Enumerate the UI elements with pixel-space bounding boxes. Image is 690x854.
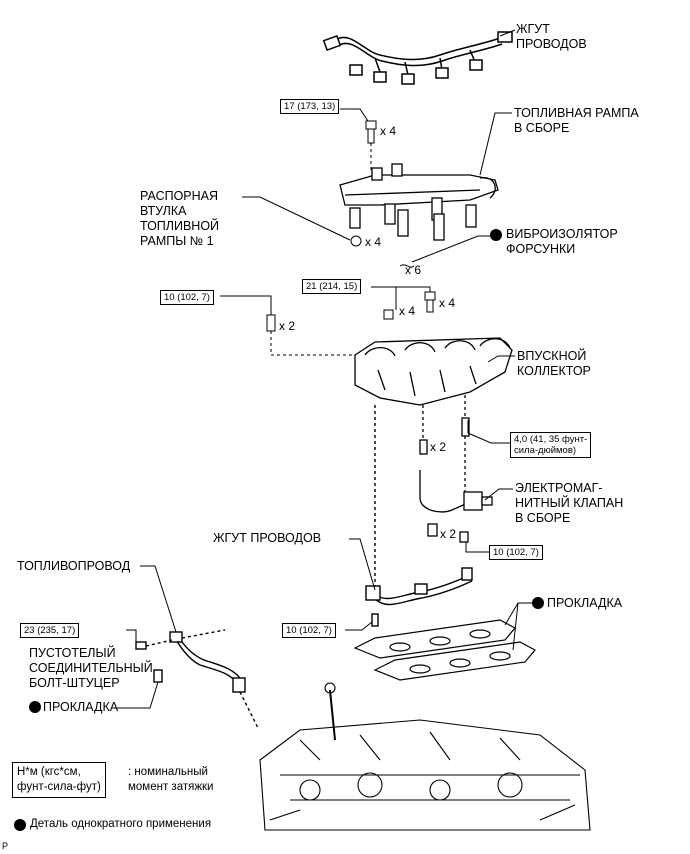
fuel-pipe-drawing [135, 629, 259, 729]
label-injector-insulator: ВИБРОИЗОЛЯТОР ФОРСУНКИ [506, 227, 618, 256]
legend-non-reusable-text: Деталь однократного применения [30, 818, 212, 830]
torque-box: 23 (235, 17) [20, 623, 80, 638]
label-gasket-right: ПРОКЛАДКА [547, 596, 623, 610]
fuel-rail-bolt-drawing [365, 120, 377, 170]
wire-harness-mid-drawing [365, 405, 473, 627]
intake-manifold-drawing [354, 337, 513, 406]
non-reusable-marker [490, 229, 502, 241]
quantity-label: x 4 [399, 304, 416, 318]
label-fuel-rail-spacer: РАСПОРНАЯ ВТУЛКА ТОПЛИВНОЙ РАМПЫ № 1 [140, 189, 220, 248]
vsv-drawing [419, 395, 493, 543]
torque-box: 17 (173, 13) [280, 99, 340, 114]
label-vsv-assembly: ЭЛЕКТРОМАГ- НИТНЫЙ КЛАПАН В СБОРЕ [515, 481, 624, 525]
quantity-label: x 4 [365, 235, 382, 249]
label-intake-manifold: ВПУСКНОЙ КОЛЛЕКТОР [517, 349, 591, 378]
non-reusable-marker [29, 701, 41, 713]
quantity-label: x 4 [439, 296, 456, 310]
quantity-label: x 2 [430, 440, 447, 454]
leader-lines [116, 29, 536, 709]
corner-mark: P [2, 841, 9, 851]
torque-box: 21 (214, 15) [302, 279, 362, 294]
engine-block-drawing [259, 682, 591, 831]
fuel-rail-drawing [339, 163, 499, 241]
legend-non-reusable-dot [14, 819, 26, 831]
insulator-drawing [399, 264, 415, 268]
label-fuel-pipe: ТОПЛИВОПРОВОД [17, 559, 131, 573]
quantity-label: x 2 [440, 527, 457, 541]
torque-box: 10 (102, 7) [489, 545, 543, 560]
non-reusable-marker [532, 597, 544, 609]
label-gasket-left: ПРОКЛАДКА [43, 700, 119, 714]
legend-torque-description: : номинальный момент затяжки [128, 766, 214, 793]
quantity-label: x 6 [405, 263, 422, 277]
legend-torque-units: Н*м (кгс*см, фунт-сила-фут) [12, 762, 106, 798]
label-fuel-rail: ТОПЛИВНАЯ РАМПА В СБОРЕ [514, 106, 639, 135]
torque-box: 10 (102, 7) [160, 290, 214, 305]
label-wire-harness-top: ЖГУТ ПРОВОДОВ [516, 22, 587, 51]
torque-box: 4,0 (41, 35 фунт- сила-дюймов) [510, 432, 592, 458]
gaskets-drawing [353, 619, 536, 681]
label-union-bolt: ПУСТОТЕЛЫЙ СОЕДИНИТЕЛЬНЫЙ БОЛТ-ШТУЦЕР [29, 646, 153, 690]
torque-box: 10 (102, 7) [282, 623, 336, 638]
quantity-label: x 2 [279, 319, 296, 333]
label-wire-harness-mid: ЖГУТ ПРОВОДОВ [213, 531, 322, 545]
wire-harness-top-drawing [322, 31, 513, 85]
quantity-label: x 4 [380, 124, 397, 138]
spacer-drawing [350, 235, 362, 247]
